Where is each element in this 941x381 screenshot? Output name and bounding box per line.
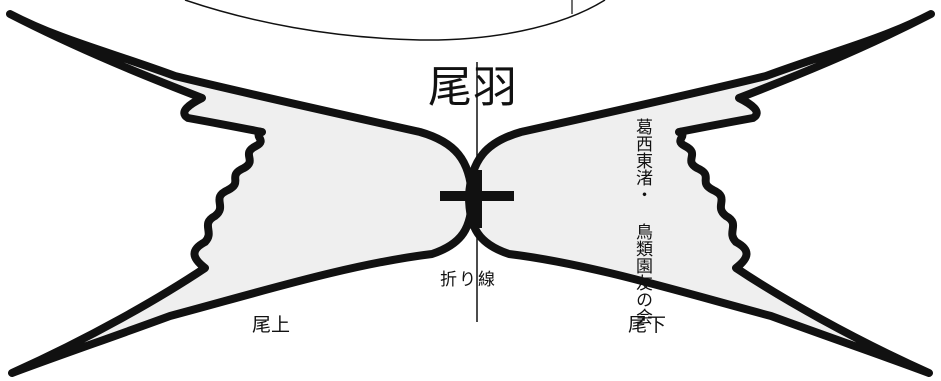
diagram-title: 尾羽 — [428, 62, 518, 113]
body-outline-arc — [184, 0, 606, 41]
left-feather-label: 尾上 — [252, 314, 291, 336]
organization-credit-line-1: 葛西東渚・ — [632, 118, 652, 203]
organization-credit-line-2: 鳥類園友の会 — [632, 223, 652, 325]
left-tail-feather — [6, 10, 476, 377]
organization-credit: 葛西東渚・ 鳥類園友の会 — [632, 118, 652, 325]
fold-line-label: 折り線 — [440, 270, 497, 290]
right-feather-label: 尾下 — [628, 314, 667, 336]
right-tail-feather — [465, 10, 935, 377]
